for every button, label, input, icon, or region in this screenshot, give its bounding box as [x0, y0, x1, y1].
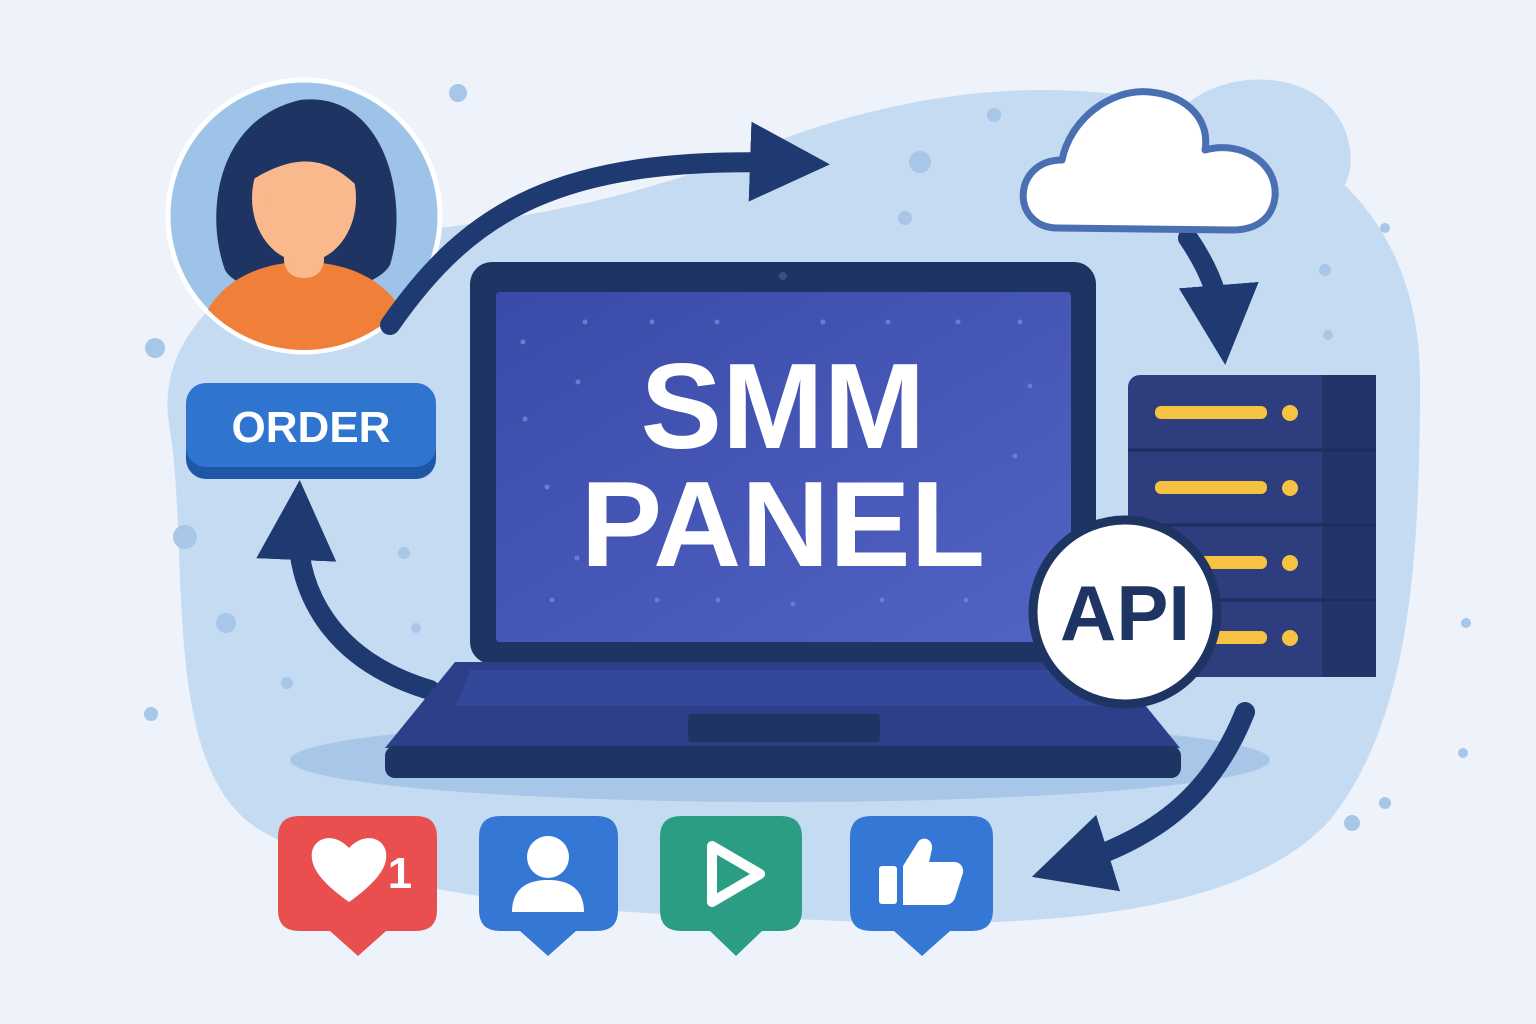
screen-title-line2: PANEL: [581, 456, 985, 592]
cloud-icon: [1019, 88, 1279, 234]
like-count: 1: [388, 849, 412, 898]
follower-notification: [479, 816, 618, 956]
decorative-dots: [144, 84, 1471, 831]
arrow-server-to-social: [1031, 702, 1255, 892]
api-badge: API: [1028, 515, 1222, 709]
thumbs-up-icon: [879, 838, 964, 905]
laptop: SMM PANEL: [385, 262, 1181, 778]
heart-icon: [311, 838, 387, 902]
server-slot-2: [1128, 480, 1376, 527]
play-icon: [707, 841, 765, 907]
arrow-cloud-to-server: [1178, 228, 1259, 365]
api-badge-label: API: [1060, 569, 1190, 657]
user-icon: [512, 836, 584, 912]
flow-arrows: [256, 121, 1259, 892]
customer-avatar: [165, 77, 443, 355]
laptop-screen: [496, 292, 1071, 642]
order-button-label: ORDER: [232, 403, 391, 452]
order-button[interactable]: ORDER: [186, 383, 436, 479]
screen-sparkles: [520, 319, 1044, 607]
arrow-laptop-to-order: [256, 480, 440, 700]
like-notification: 1: [278, 816, 437, 956]
laptop-touchpad: [688, 714, 880, 742]
view-notification: [660, 816, 802, 956]
server-slot-1: [1128, 405, 1376, 452]
screen-title-line1: SMM: [641, 338, 926, 474]
thumbs-up-notification: [850, 816, 993, 956]
arrow-avatar-to-panel: [380, 121, 830, 335]
